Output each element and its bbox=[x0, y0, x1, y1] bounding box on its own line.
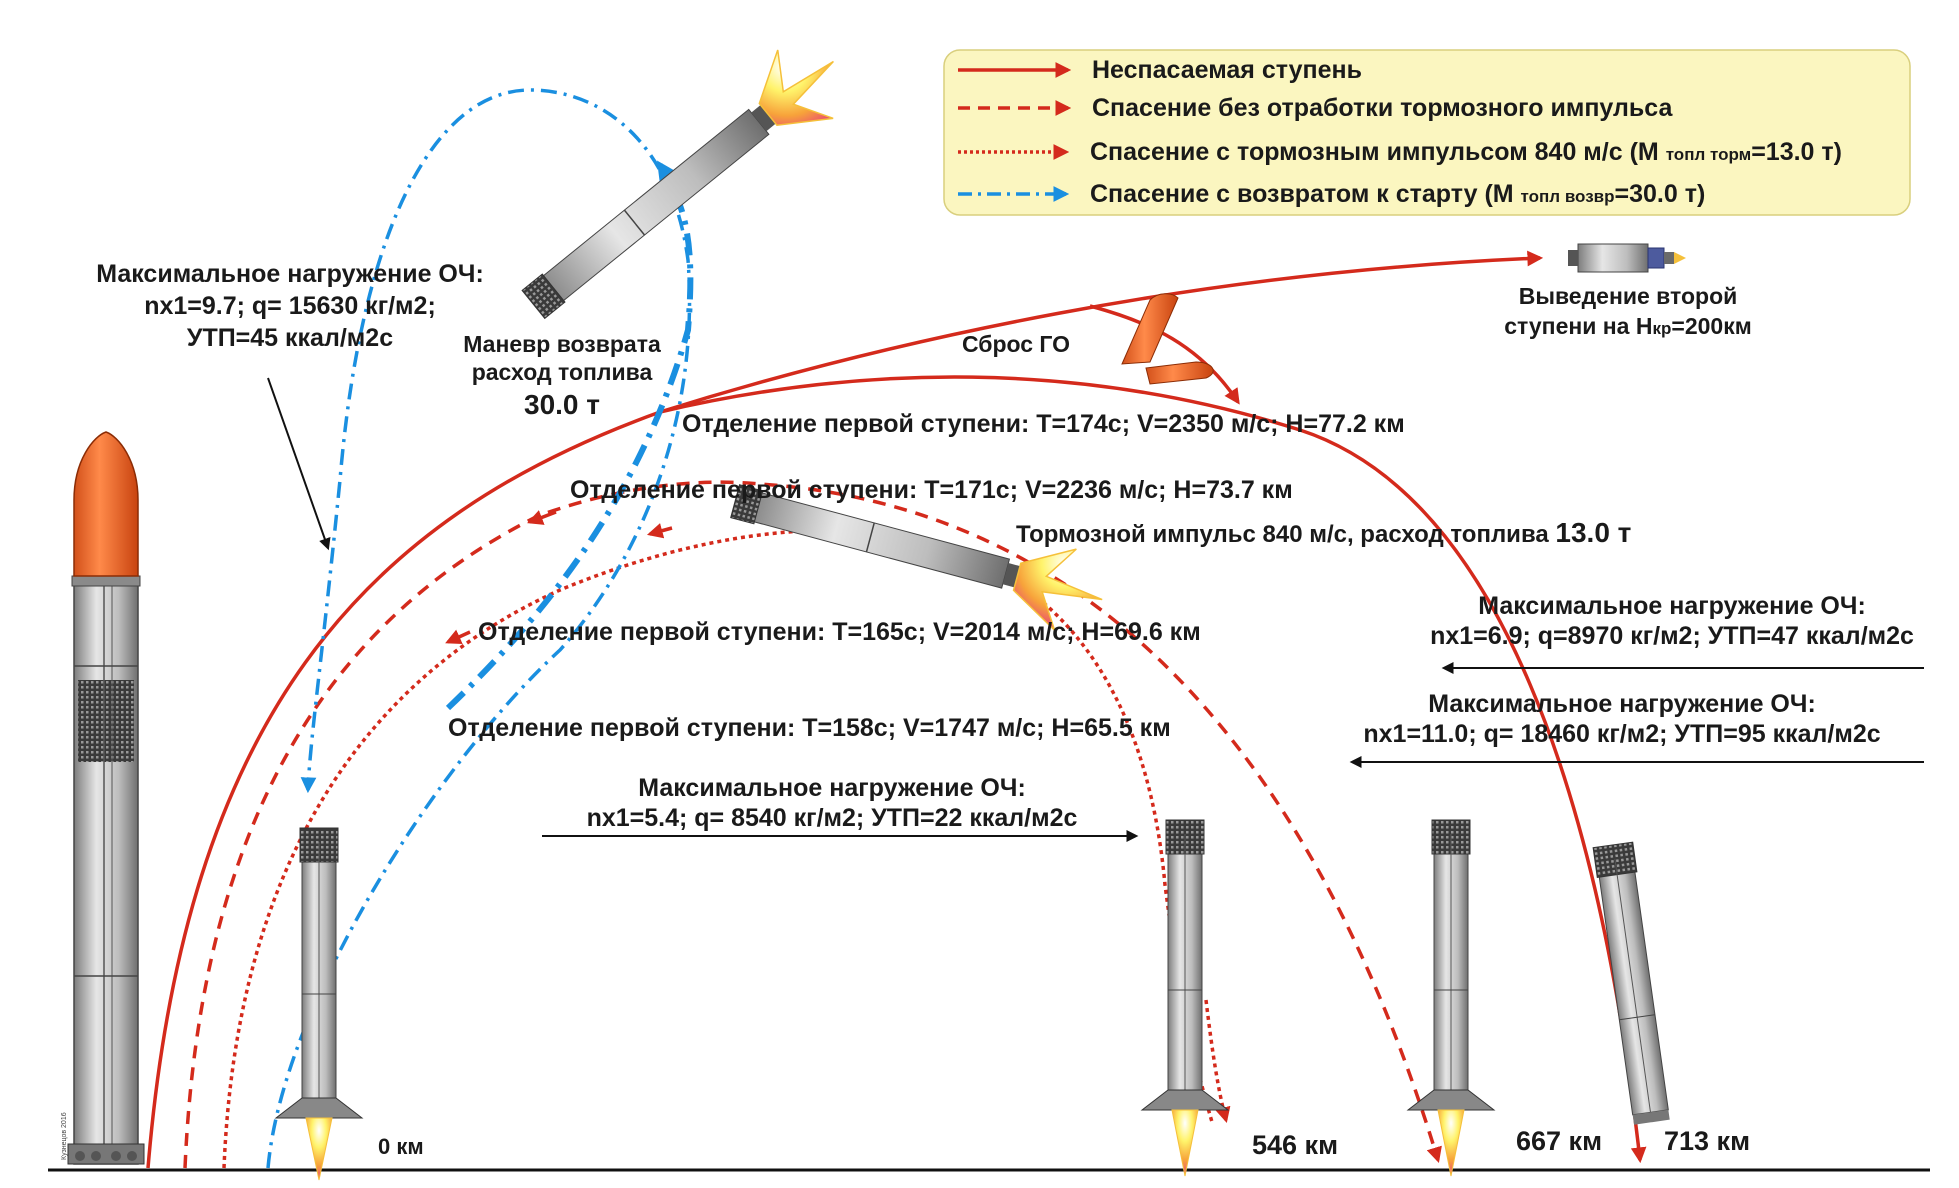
maxload-rtls-line2: nx1=9.7; q= 15630 кг/м2; bbox=[144, 292, 436, 320]
legend-dashdot-sub: топл возвр bbox=[1521, 187, 1615, 206]
trajectory-brake-arrow-a bbox=[445, 629, 471, 644]
maxload-brake-line2: nx1=5.4; q= 8540 кг/м2; УТП=22 ккал/м2с bbox=[587, 804, 1078, 832]
legend-dotted-tail: =13.0 т) bbox=[1751, 138, 1842, 166]
distance-0km: 0 км bbox=[378, 1134, 424, 1159]
legend-label-dashdot: Спасение с возвратом к старту (М топл во… bbox=[1090, 180, 1705, 208]
trajectory-brake bbox=[222, 528, 1214, 1169]
trajectory-rtls bbox=[266, 88, 692, 1169]
brake-impulse-label: Тормозной импульс 840 м/с, расход топлив… bbox=[1016, 517, 1631, 548]
landed-stage-0km-icon bbox=[274, 827, 364, 1181]
maxload-rtls-line3: УТП=45 ккал/м2с bbox=[187, 324, 393, 352]
trajectory-ascent-second-stage bbox=[659, 250, 1544, 414]
legend: Неспасаемая ступень Спасение без отработ… bbox=[943, 49, 1911, 216]
second-stage-line2-tail: =200км bbox=[1671, 313, 1751, 339]
legend-dotted-main: Спасение с тормозным импульсом 840 м/с (… bbox=[1090, 138, 1666, 166]
maxload-nobrake-line1: Максимальное нагружение ОЧ: bbox=[1478, 592, 1866, 620]
brake-impulse-text: Тормозной импульс 840 м/с, расход топлив… bbox=[1016, 521, 1555, 548]
maneuver-value: 30.0 т bbox=[524, 389, 600, 420]
maxload-expend-line1: Максимальное нагружение ОЧ: bbox=[1428, 690, 1816, 718]
legend-dashdot-tail: =30.0 т) bbox=[1615, 180, 1706, 208]
trajectory-no-brake bbox=[183, 480, 1442, 1169]
legend-label-dashed: Спасение без отработки тормозного импуль… bbox=[1092, 94, 1673, 122]
leader-arrow-rtls-load bbox=[267, 377, 331, 551]
falling-stage-713km-icon bbox=[1592, 841, 1670, 1125]
distance-667km: 667 км bbox=[1516, 1126, 1602, 1156]
trajectory-brake-arrow-b bbox=[646, 523, 673, 539]
legend-label-solid: Неспасаемая ступень bbox=[1092, 56, 1362, 84]
author-credit: Кузнецов 2016 bbox=[61, 1112, 68, 1160]
maxload-expend-line2: nx1=11.0; q= 18460 кг/м2; УТП=95 ккал/м2… bbox=[1363, 720, 1880, 748]
maneuver-line2: расход топлива bbox=[472, 359, 653, 385]
distance-546km: 546 км bbox=[1252, 1130, 1338, 1160]
separation-171s: Отделение первой ступени: Т=171с; V=2236… bbox=[570, 476, 1293, 504]
legend-dotted-sub: топл торм bbox=[1666, 145, 1752, 164]
trajectory-no-brake-arrow bbox=[527, 510, 557, 525]
launch-vehicle-icon: Кузнецов 2016 bbox=[61, 431, 145, 1165]
second-stage-line2-sub: кр bbox=[1652, 319, 1671, 338]
legend-dashdot-main: Спасение с возвратом к старту (М bbox=[1090, 180, 1521, 208]
fairing-drop-label: Сброс ГО bbox=[962, 331, 1070, 357]
second-stage-icon bbox=[1568, 243, 1686, 273]
separation-174s: Отделение первой ступени: Т=174с; V=2350… bbox=[682, 410, 1405, 438]
second-stage-line1: Выведение второй bbox=[1519, 283, 1738, 309]
fairing-halves-icon bbox=[1121, 293, 1214, 385]
distance-713km: 713 км bbox=[1664, 1126, 1750, 1156]
maxload-rtls-line1: Максимальное нагружение ОЧ: bbox=[96, 260, 484, 288]
stage-brake-burn-icon bbox=[730, 484, 1103, 631]
second-stage-line2: ступени на Нкр=200км bbox=[1504, 313, 1751, 339]
trajectory-fairing-drop bbox=[1089, 304, 1240, 405]
stage-boostback-icon bbox=[521, 49, 834, 320]
brake-impulse-value: 13.0 т bbox=[1555, 517, 1631, 548]
separation-158s: Отделение первой ступени: Т=158с; V=1747… bbox=[448, 714, 1171, 742]
second-stage-line2-main: ступени на Н bbox=[1504, 313, 1652, 339]
trajectory-expendable bbox=[146, 375, 1647, 1169]
trajectory-rtls-thick bbox=[445, 160, 694, 711]
trajectory-brake-tail bbox=[1204, 999, 1231, 1124]
legend-box bbox=[943, 49, 1911, 216]
legend-label-dotted: Спасение с тормозным импульсом 840 м/с (… bbox=[1090, 138, 1842, 166]
landed-stage-667km-icon bbox=[1406, 819, 1496, 1177]
maneuver-line1: Маневр возврата bbox=[463, 331, 661, 357]
maxload-nobrake-line2: nx1=6.9; q=8970 кг/м2; УТП=47 ккал/м2с bbox=[1430, 622, 1914, 650]
maxload-brake-line1: Максимальное нагружение ОЧ: bbox=[638, 774, 1026, 802]
landed-stage-546km-icon bbox=[1140, 819, 1230, 1177]
separation-165s: Отделение первой ступени: Т=165с; V=2014… bbox=[478, 618, 1201, 646]
